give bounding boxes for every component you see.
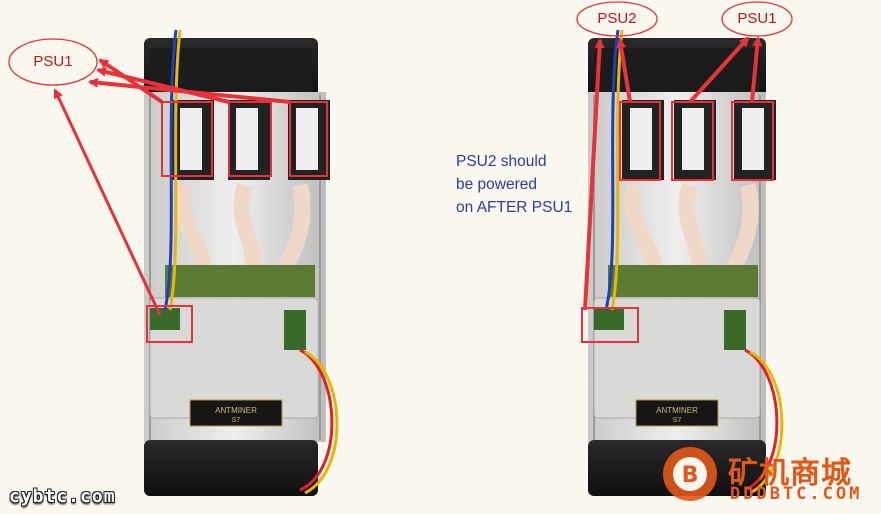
hash-board-edge xyxy=(165,265,315,297)
hash-board-edge xyxy=(608,265,758,297)
arrow xyxy=(96,67,230,104)
badge-model: S7 xyxy=(232,417,241,424)
shop-logo-icon: B xyxy=(663,447,717,501)
psu2-ellipse xyxy=(576,1,658,37)
pcie-connector xyxy=(228,100,270,180)
highlight-box xyxy=(289,101,328,177)
psu1-ellipse xyxy=(8,38,98,86)
highlight-box xyxy=(619,101,661,181)
psu2-label: PSU2 xyxy=(597,10,637,27)
note-line: be powered xyxy=(456,176,538,193)
watermark-right-en: DDDBTC.COM xyxy=(730,484,863,504)
badge-model: S7 xyxy=(673,417,682,424)
psu1-label-left: PSU1 xyxy=(33,53,73,70)
badge-brand: ANTMINER xyxy=(215,406,257,415)
left-miner: ANTMINER S7 xyxy=(144,29,339,496)
left-annotations xyxy=(8,38,328,343)
highlight-box xyxy=(161,101,213,177)
arrow xyxy=(750,36,763,103)
highlight-box xyxy=(228,101,272,177)
psu1-ellipse xyxy=(721,1,793,37)
fan-wire xyxy=(163,29,178,311)
arrow xyxy=(98,58,164,104)
antminer-badge xyxy=(635,399,719,427)
arrow xyxy=(583,38,605,311)
arrow xyxy=(688,36,750,104)
pcie-connector xyxy=(734,100,776,180)
pcie-connector xyxy=(674,100,716,180)
highlight-box xyxy=(581,307,639,343)
watermark-left: cybtc.com xyxy=(9,486,116,507)
pcie-connector xyxy=(622,100,664,180)
highlight-box xyxy=(146,305,193,343)
fan-wire xyxy=(604,29,620,311)
badge-brand: ANTMINER xyxy=(656,406,698,415)
arrow xyxy=(616,38,632,103)
svg-text:B: B xyxy=(682,463,699,488)
psu1-label-right: PSU1 xyxy=(737,10,777,27)
watermark-right-cn: 矿机商城 xyxy=(728,456,852,491)
arrow xyxy=(53,88,162,316)
note-line: PSU2 should xyxy=(456,153,547,170)
right-miner: ANTMINER S7 xyxy=(588,29,784,496)
arrow xyxy=(88,77,291,104)
antminer-badge xyxy=(189,399,283,427)
pcie-connector xyxy=(172,100,214,180)
power-order-note: PSU2 should be powered on AFTER PSU1 xyxy=(456,150,606,219)
right-annotations xyxy=(576,1,793,343)
bottom-fan xyxy=(144,440,318,496)
note-line: on AFTER PSU1 xyxy=(456,199,573,216)
pcie-connector xyxy=(288,100,330,180)
